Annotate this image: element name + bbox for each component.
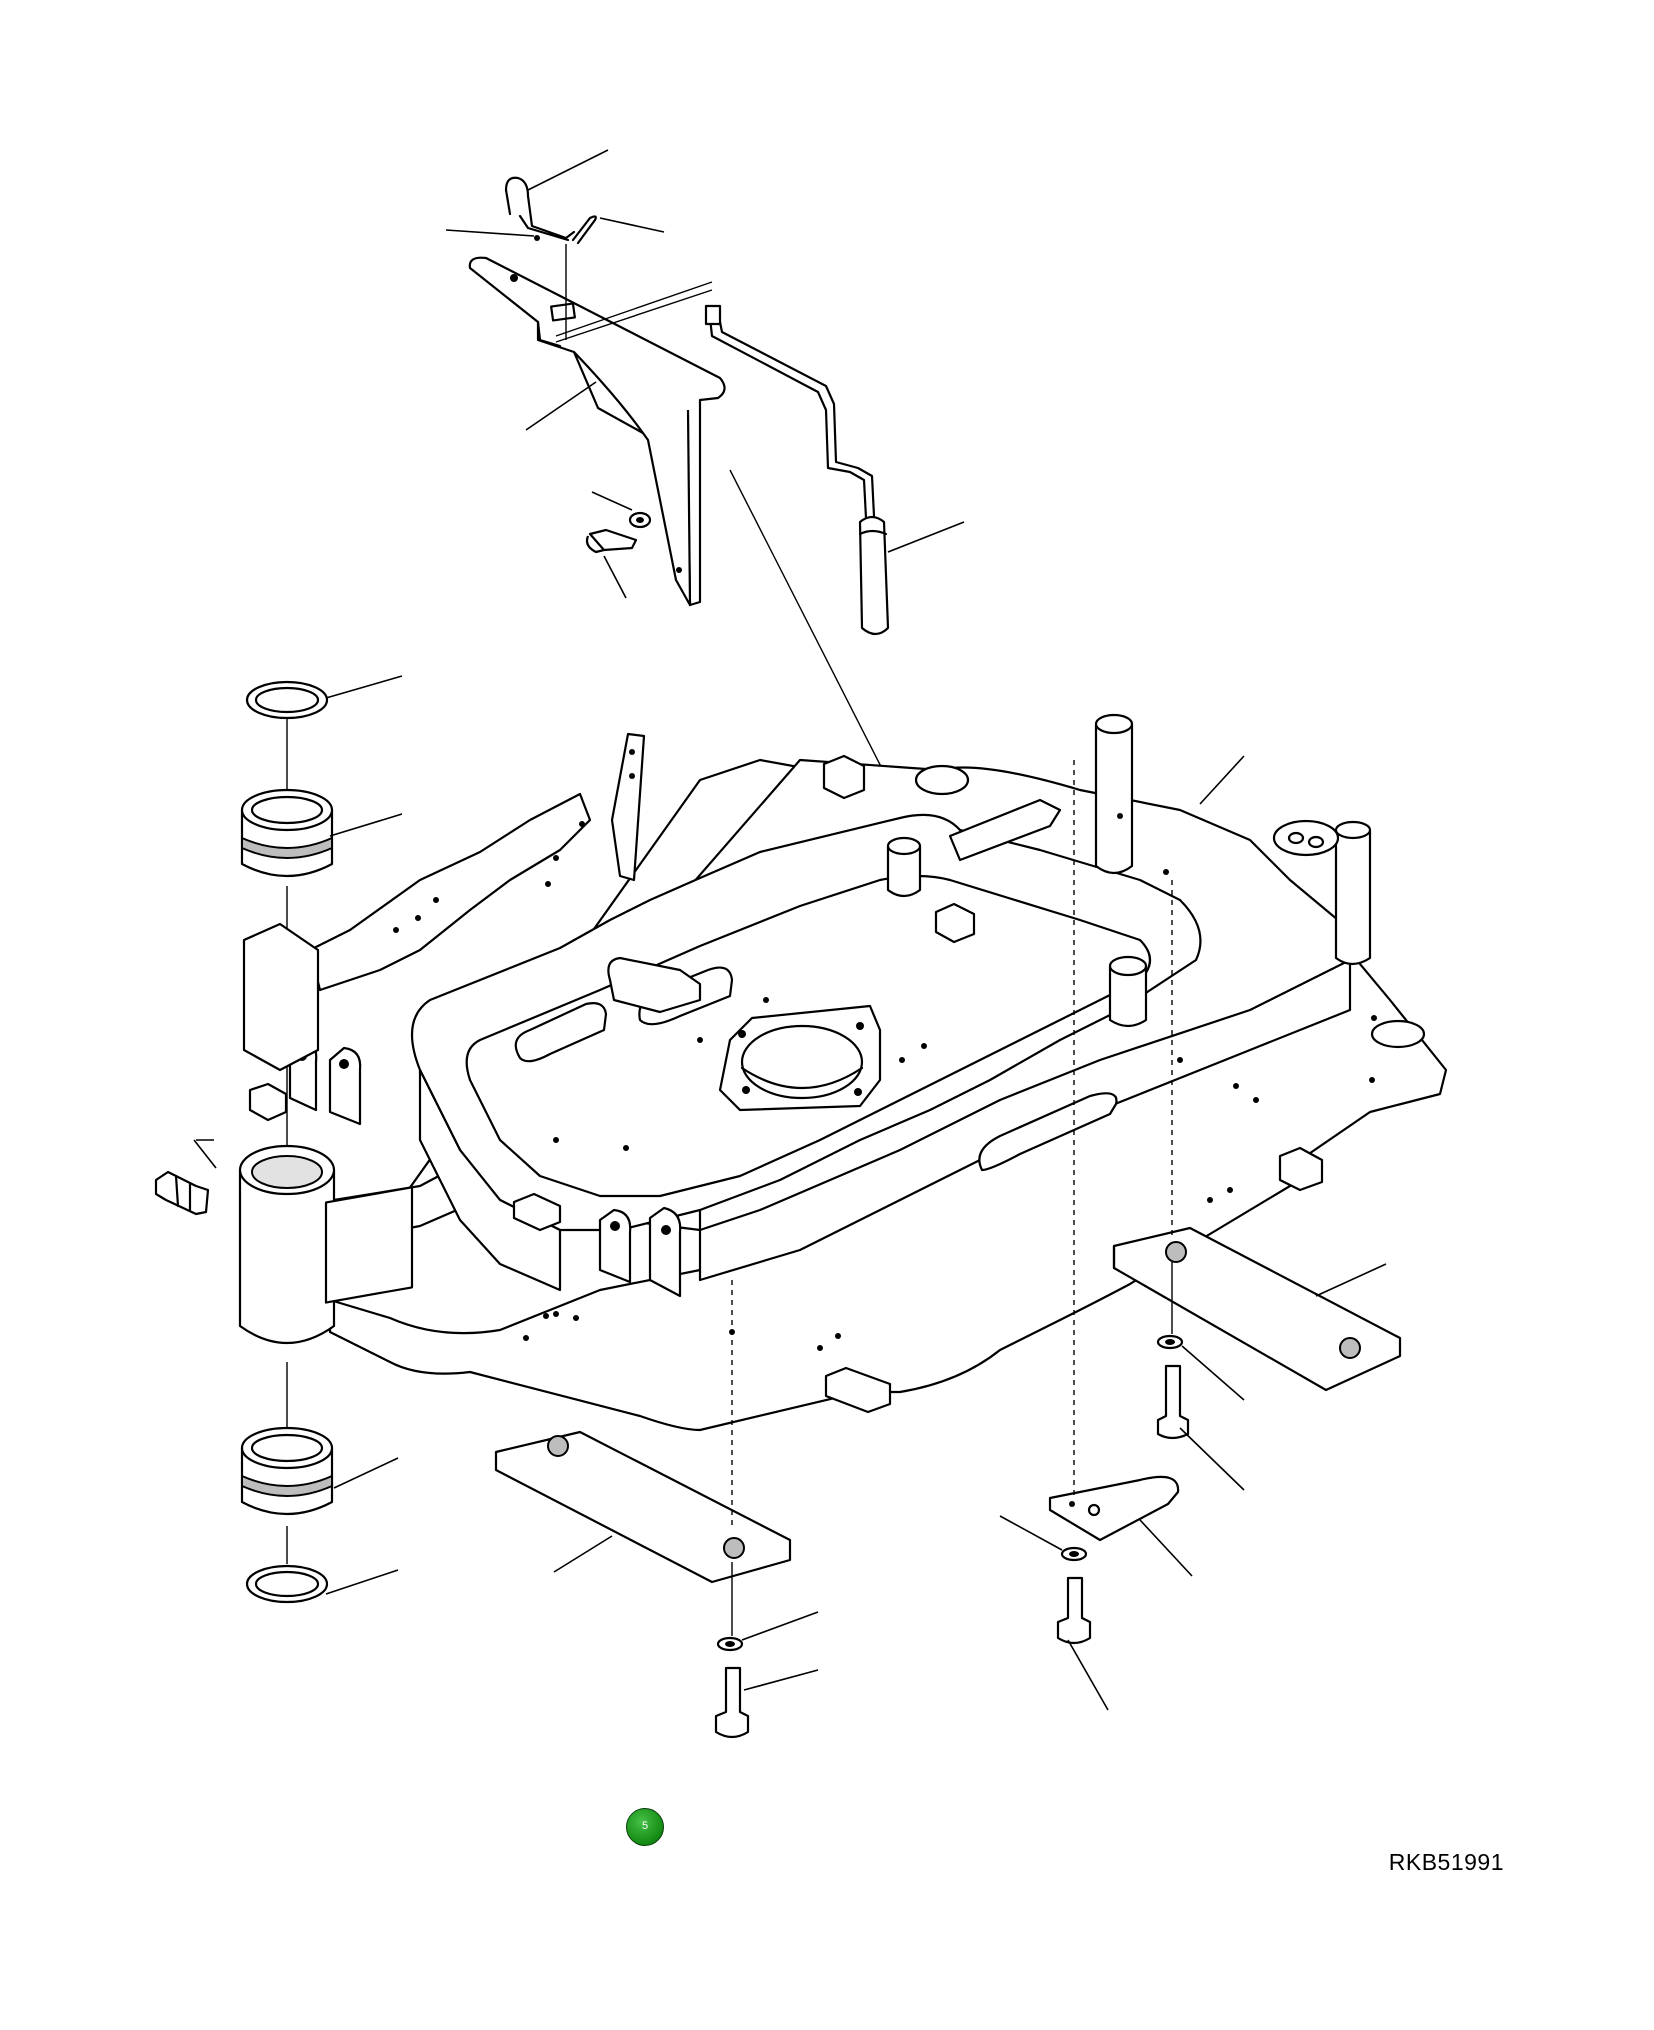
frame-holes bbox=[393, 813, 1377, 1351]
bracket-tie bbox=[555, 281, 713, 343]
lever-knob bbox=[858, 515, 890, 636]
short-post-right bbox=[1108, 966, 1148, 1028]
center-bolt bbox=[714, 1666, 750, 1739]
front-lug-right bbox=[648, 1206, 682, 1298]
right-bolt bbox=[1156, 1364, 1190, 1440]
shim-hole-center-b bbox=[723, 1537, 745, 1559]
upper-bracket-assembly bbox=[468, 176, 890, 636]
support-bracket-flange bbox=[573, 351, 692, 607]
shim-hole-right-a bbox=[1165, 1241, 1187, 1263]
hook-pin bbox=[504, 176, 576, 242]
rear-slot-plate bbox=[948, 798, 1062, 862]
small-ball bbox=[534, 235, 540, 241]
leader-lines bbox=[193, 149, 1387, 1711]
tall-post bbox=[1094, 724, 1134, 875]
block-under-left bbox=[248, 1082, 288, 1122]
bracket-washer-hole bbox=[636, 517, 644, 523]
short-post-center bbox=[886, 846, 922, 898]
kingpin-stack bbox=[240, 680, 334, 1604]
center-shim-plate bbox=[494, 1430, 792, 1584]
right-side-beam bbox=[698, 958, 1352, 1282]
tub-left-wall bbox=[418, 1068, 562, 1292]
bracket-tab bbox=[536, 320, 562, 348]
center-bracket bbox=[607, 956, 702, 1014]
rod-clip bbox=[704, 304, 722, 326]
rear-lug-right bbox=[328, 1046, 362, 1126]
beam-slot bbox=[978, 1092, 1118, 1172]
left-beam-slot bbox=[514, 1002, 608, 1063]
lever-rod bbox=[708, 316, 868, 520]
bracket-slot bbox=[550, 302, 576, 322]
grease-nipple-hex bbox=[174, 1174, 192, 1212]
right-shim-plate bbox=[1112, 1226, 1402, 1392]
side-boss bbox=[1370, 1019, 1426, 1049]
page-number-badge[interactable]: 5 bbox=[626, 1808, 664, 1846]
right-rear-post bbox=[1334, 830, 1372, 966]
left-upper-arm bbox=[308, 792, 592, 992]
shim-hole-center-a bbox=[547, 1435, 569, 1457]
swivel-opening bbox=[740, 1024, 864, 1100]
tall-post-bracket bbox=[610, 732, 646, 882]
drawing-code: RKB51991 bbox=[1388, 1849, 1504, 1875]
left-hinge-plate bbox=[242, 922, 320, 1072]
block-front bbox=[824, 1366, 892, 1414]
main-frame bbox=[238, 713, 1448, 1432]
block-left-front bbox=[512, 1192, 562, 1232]
block-mid bbox=[934, 902, 976, 944]
knob-ring bbox=[858, 529, 888, 536]
block-rear-left bbox=[822, 754, 866, 800]
bracket-bolt bbox=[585, 528, 638, 554]
bracket-hole-low bbox=[676, 567, 682, 573]
grease-nipple bbox=[154, 1170, 210, 1216]
tab-bolt bbox=[1056, 1576, 1092, 1645]
front-lug-left bbox=[598, 1208, 632, 1284]
lever-rod-edge bbox=[716, 310, 876, 518]
bracket-hole bbox=[510, 274, 518, 282]
rear-boss-right bbox=[1272, 819, 1340, 857]
cotter-pin bbox=[571, 215, 597, 245]
swivel-rim bbox=[740, 1066, 864, 1090]
tab-plate bbox=[1048, 1475, 1180, 1542]
shim-hole-right-b bbox=[1339, 1337, 1361, 1359]
rear-boss-left bbox=[914, 764, 970, 796]
left-cylinder bbox=[238, 1170, 336, 1344]
left-plate bbox=[324, 1186, 414, 1304]
block-right bbox=[1278, 1146, 1324, 1192]
